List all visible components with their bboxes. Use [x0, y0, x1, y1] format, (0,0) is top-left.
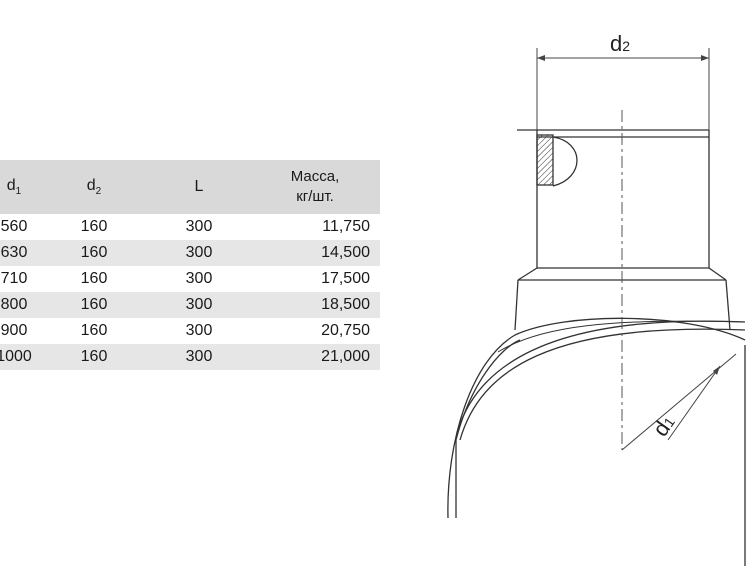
table-row: 560 160 300 11,750	[0, 214, 380, 240]
cell-mass: 14,500	[321, 244, 370, 261]
table-row: 630 160 300 14,500	[0, 240, 380, 266]
cell-d1: 1000	[0, 348, 32, 365]
cell-length: 300	[185, 270, 213, 287]
header-d2: d2	[86, 177, 102, 197]
fitting-drawing: d2 d1	[447, 31, 746, 566]
saddle-body	[447, 317, 746, 566]
cell-mass: 17,500	[321, 270, 370, 287]
table-header-row: d1 d2 L Масса,кг/шт.	[0, 160, 380, 214]
cell-d1: 560	[0, 218, 28, 235]
spec-table: d1 d2 L Масса,кг/шт. 560 160 300 11,750 …	[0, 160, 380, 370]
header-mass: Масса,кг/шт.	[290, 168, 340, 205]
cell-d1: 630	[0, 244, 28, 261]
header-length: L	[194, 178, 204, 195]
table-row: 900 160 300 20,750	[0, 318, 380, 344]
cell-mass: 18,500	[321, 296, 370, 313]
cell-d2: 160	[80, 218, 108, 235]
header-d1: d1	[6, 177, 22, 197]
d2-dimension: d2	[536, 31, 710, 130]
cell-mass: 21,000	[321, 348, 370, 365]
cell-length: 300	[185, 322, 213, 339]
cell-d2: 160	[80, 244, 108, 261]
d2-label: d2	[610, 31, 630, 56]
cell-length: 300	[185, 348, 213, 365]
outlet-pipe	[517, 129, 710, 268]
cell-length: 300	[185, 296, 213, 313]
cell-d1: 800	[0, 296, 28, 313]
table-row: 710 160 300 17,500	[0, 266, 380, 292]
cell-mass: 20,750	[321, 322, 370, 339]
cell-d2: 160	[80, 322, 108, 339]
cell-mass: 11,750	[322, 218, 370, 235]
cell-length: 300	[185, 244, 213, 261]
cell-d1: 710	[0, 270, 28, 287]
d1-dimension: d1	[621, 353, 737, 451]
cell-length: 300	[185, 218, 213, 235]
table-row: 1000 160 300 21,000	[0, 344, 380, 370]
d1-label: d1	[648, 410, 680, 441]
table-row: 800 160 300 18,500	[0, 292, 380, 318]
cell-d2: 160	[80, 296, 108, 313]
cell-d1: 900	[0, 322, 28, 339]
cell-d2: 160	[80, 348, 108, 365]
cell-d2: 160	[80, 270, 108, 287]
